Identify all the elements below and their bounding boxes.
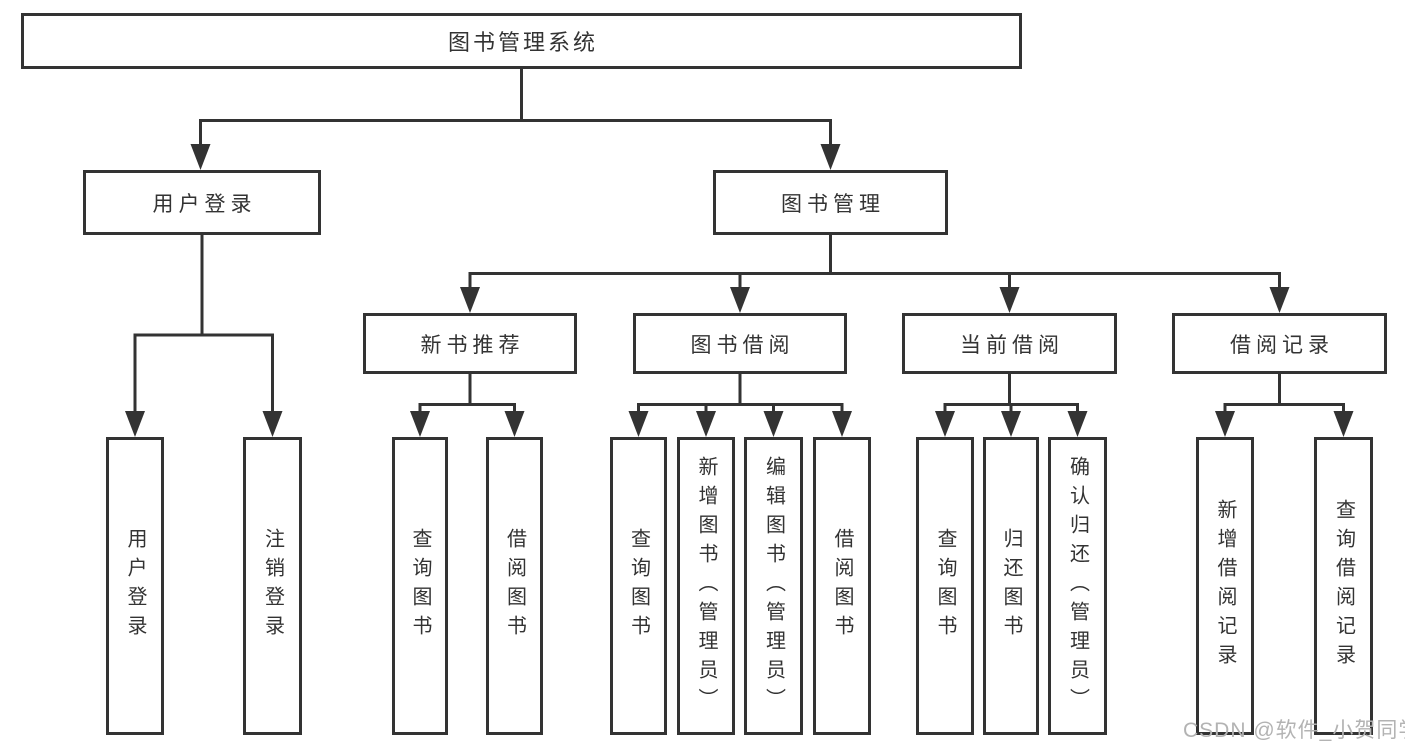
leaf-current-return: 归还图书: [983, 437, 1039, 735]
leaf-current-query: 查询图书: [916, 437, 974, 735]
leaf-newbooks-query: 查询图书: [392, 437, 448, 735]
leaf-records-add: 新增借阅记录: [1196, 437, 1254, 735]
leaf-borrow-query-label: 查询图书: [627, 528, 650, 644]
leaf-records-add-label: 新增借阅记录: [1214, 499, 1236, 673]
leaf-records-query: 查询借阅记录: [1314, 437, 1373, 735]
leaf-logout: 注销登录: [243, 437, 302, 735]
leaf-current-confirm-admin: 确认归还（管理员）: [1048, 437, 1107, 735]
leaf-newbooks-borrow: 借阅图书: [486, 437, 543, 735]
leaf-newbooks-query-label: 查询图书: [409, 528, 431, 644]
leaf-borrow-query: 查询图书: [610, 437, 667, 735]
leaf-current-query-label: 查询图书: [934, 528, 956, 644]
leaf-newbooks-borrow-label: 借阅图书: [503, 528, 526, 644]
leaf-borrow-add-admin: 新增图书（管理员）: [677, 437, 735, 735]
leaf-user-login: 用户登录: [106, 437, 164, 735]
node-book-borrow: 图书借阅: [633, 313, 847, 374]
leaf-borrow-add-admin-label: 新增图书（管理员）: [695, 455, 717, 717]
leaf-user-login-label: 用户登录: [124, 528, 146, 644]
leaf-borrow-book: 借阅图书: [813, 437, 871, 735]
leaf-borrow-book-label: 借阅图书: [831, 528, 853, 644]
node-borrow-records: 借阅记录: [1172, 313, 1387, 374]
node-root: 图书管理系统: [21, 13, 1022, 69]
leaf-borrow-edit-admin: 编辑图书（管理员）: [744, 437, 803, 735]
leaf-logout-label: 注销登录: [261, 528, 284, 644]
node-user-login: 用户登录: [83, 170, 321, 235]
leaf-records-query-label: 查询借阅记录: [1332, 499, 1355, 673]
leaf-current-return-label: 归还图书: [1000, 528, 1022, 644]
leaf-current-confirm-admin-label: 确认归还（管理员）: [1066, 455, 1089, 717]
node-current-borrow: 当前借阅: [902, 313, 1117, 374]
node-book-management: 图书管理: [713, 170, 948, 235]
node-new-book-recommend: 新书推荐: [363, 313, 577, 374]
leaf-borrow-edit-admin-label: 编辑图书（管理员）: [762, 455, 785, 717]
watermark: CSDN @软件_小贺同学: [1183, 719, 1405, 742]
